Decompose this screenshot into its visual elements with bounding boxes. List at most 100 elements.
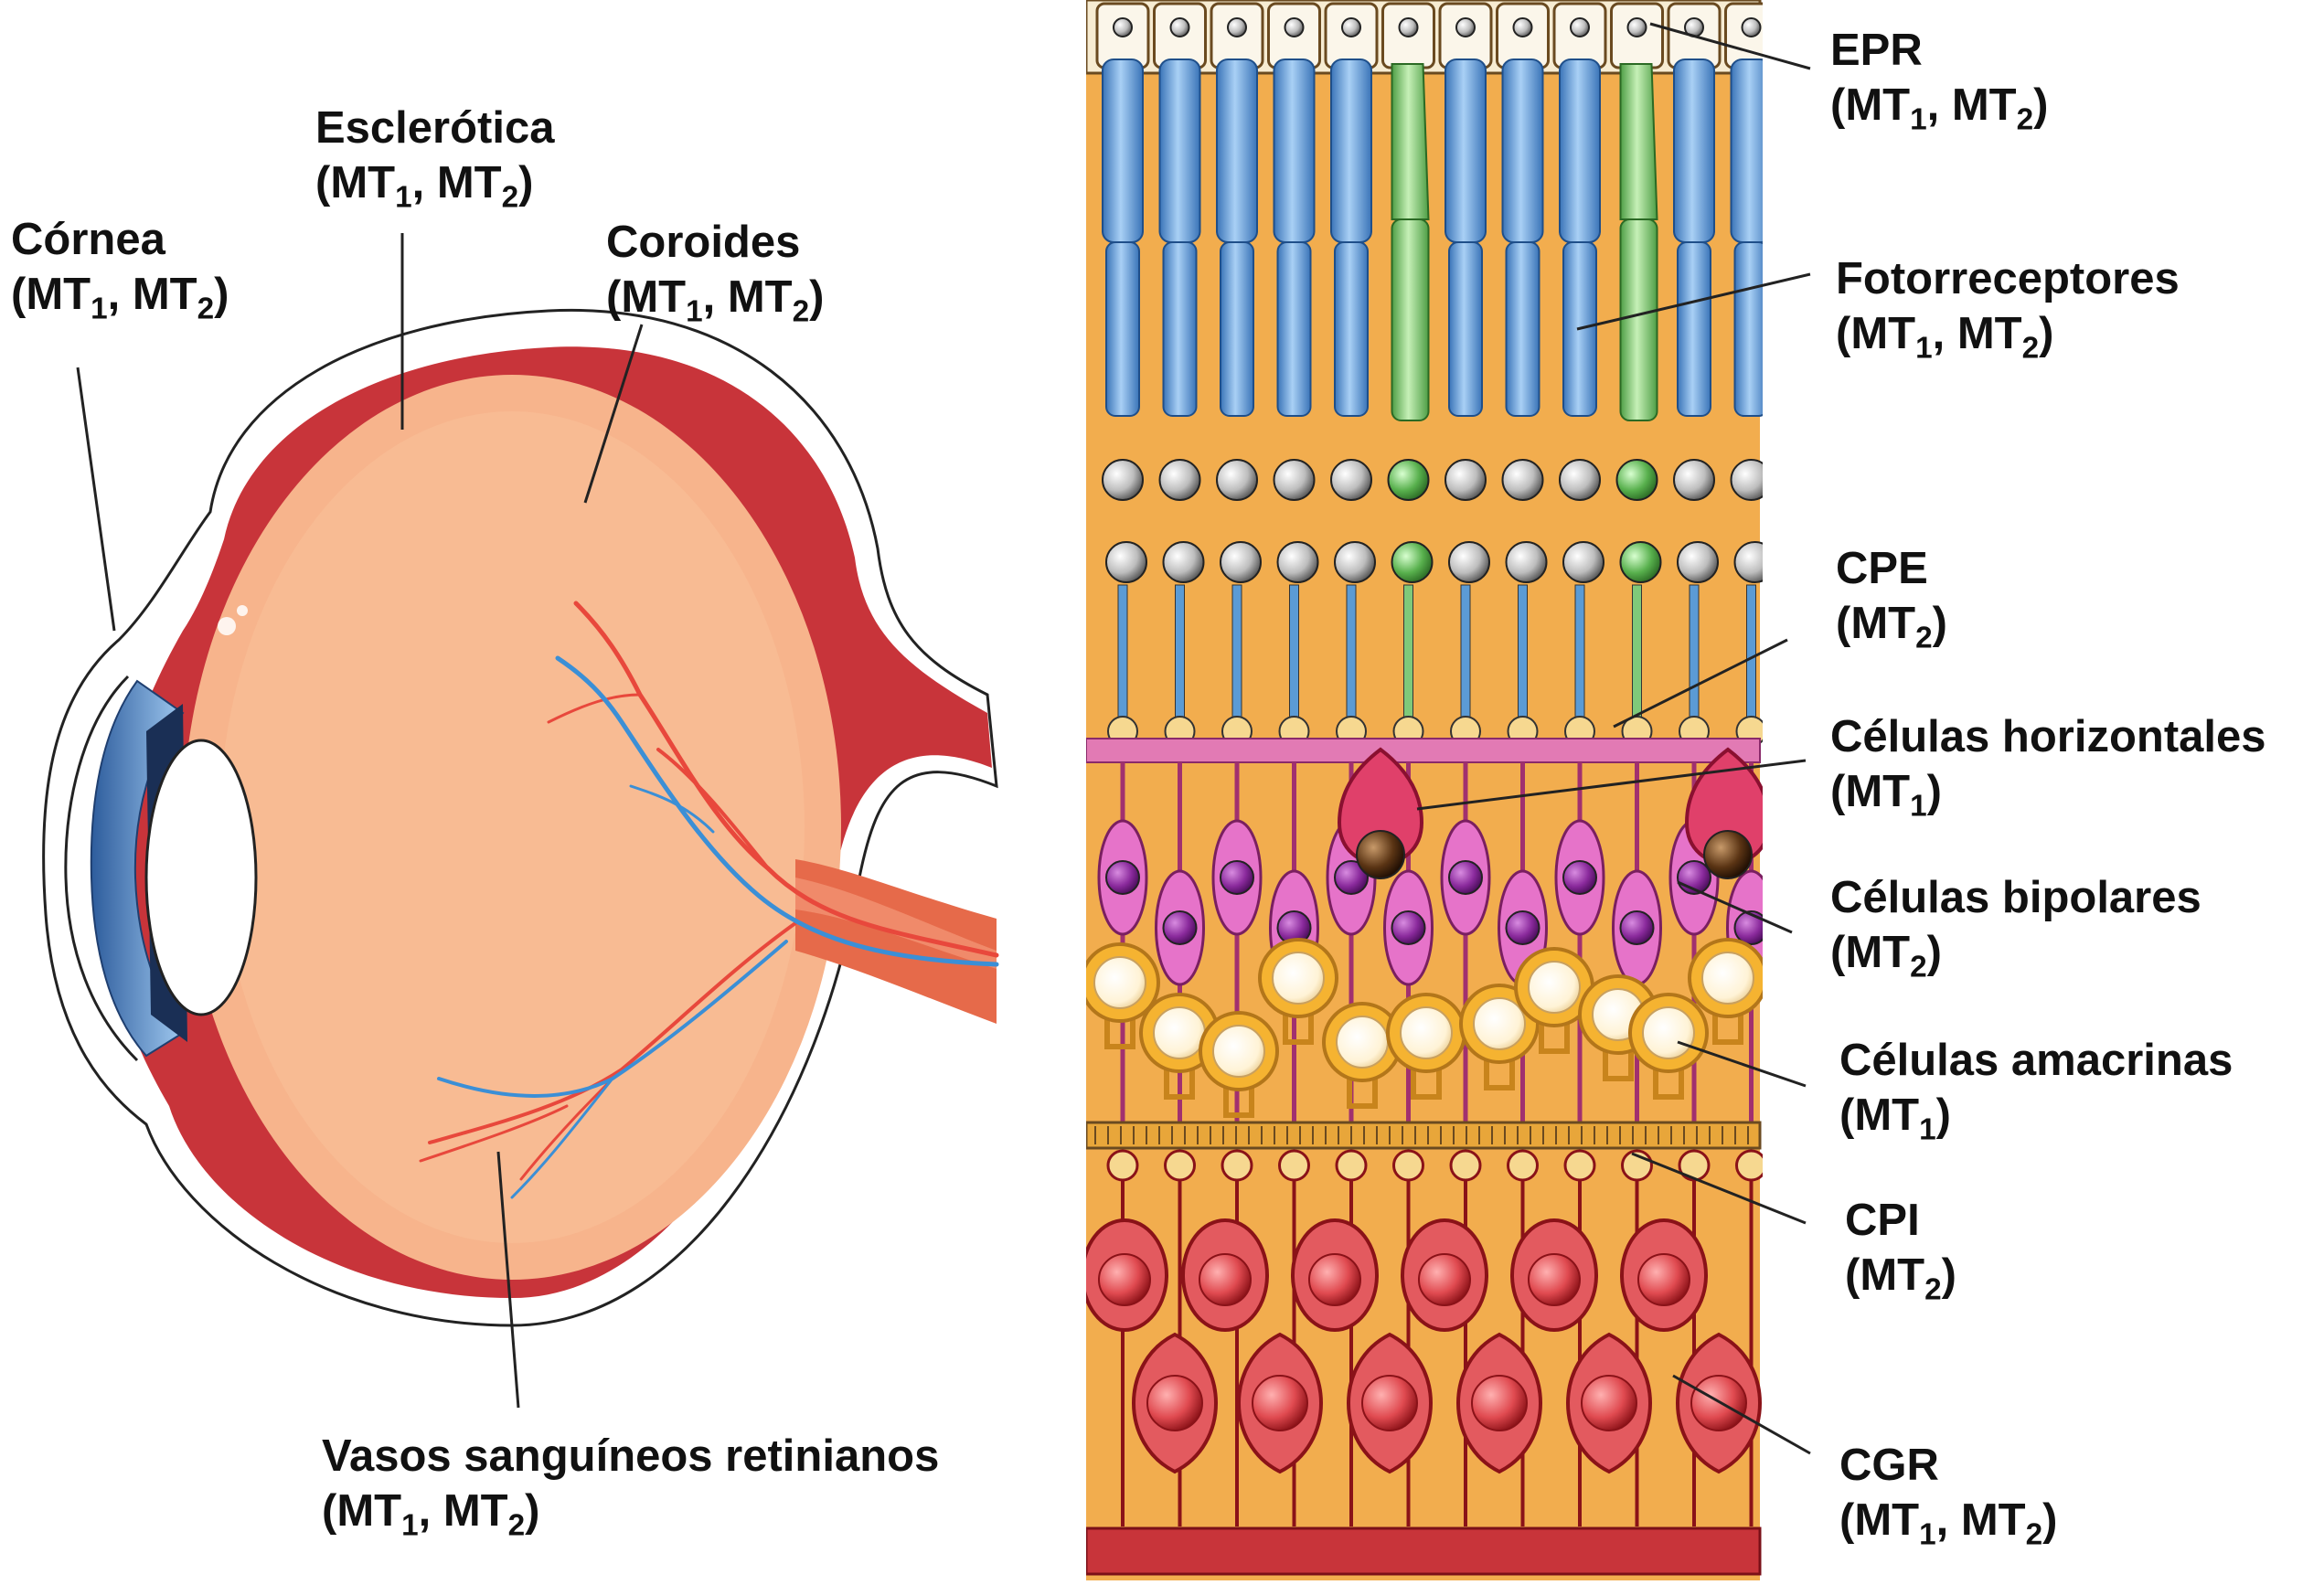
- label-retinal-vessels-receptors: (MT1, MT2): [322, 1486, 540, 1543]
- photoreceptor-nucleus: [1162, 541, 1205, 583]
- label-sclera-title: Esclerótica: [315, 103, 555, 153]
- label-outer-plexiform: CPE (MT2): [1836, 541, 1947, 655]
- rod-inner-segment: [1334, 241, 1369, 417]
- rod-outer-segment: [1330, 59, 1372, 243]
- label-choroid-receptors: (MT1, MT2): [606, 272, 825, 329]
- eye-pointer-lines: [76, 233, 644, 1409]
- ganglion-dendrite-terminal: [1164, 1149, 1196, 1182]
- ganglion-dendrite-terminal: [1278, 1149, 1310, 1182]
- rod-inner-segment: [1276, 241, 1312, 417]
- photoreceptor-nucleus: [1216, 459, 1258, 501]
- bipolar-nucleus: [1162, 910, 1198, 945]
- photoreceptor-nucleus: [1505, 541, 1548, 583]
- rpe-nucleus: [1113, 17, 1133, 37]
- label-amacrine-cells-receptors: (MT1): [1839, 1090, 1951, 1147]
- photoreceptor-axon: [1403, 584, 1413, 732]
- photoreceptor-nucleus: [1330, 459, 1372, 501]
- amacrine-nucleus: [1473, 997, 1526, 1050]
- photoreceptor-nucleus: [1220, 541, 1262, 583]
- ganglion-nucleus: [1098, 1253, 1151, 1306]
- photoreceptor-nucleus: [1445, 459, 1487, 501]
- ganglion-nucleus: [1146, 1375, 1203, 1431]
- label-bipolar-cells-receptors: (MT2): [1830, 928, 1942, 984]
- eyeball: [42, 308, 999, 1327]
- photoreceptor-nucleus: [1391, 541, 1434, 583]
- amacrine-process: [1653, 1065, 1684, 1100]
- amacrine-nucleus: [1336, 1016, 1389, 1069]
- rod-outer-segment: [1559, 59, 1601, 243]
- amacrine-nucleus: [1528, 961, 1581, 1014]
- bipolar-nucleus: [1105, 860, 1140, 895]
- label-photoreceptors-title: Fotorreceptores: [1836, 254, 2180, 303]
- label-rpe-title: EPR: [1830, 26, 1923, 75]
- rod-inner-segment: [1733, 241, 1763, 417]
- photoreceptor-axon: [1689, 584, 1700, 732]
- rod-outer-segment: [1501, 59, 1544, 243]
- label-ganglion-cells-receptors: (MT1, MT2): [1839, 1495, 2058, 1552]
- photoreceptor-nucleus: [1562, 541, 1604, 583]
- rpe-nucleus: [1741, 17, 1762, 37]
- amacrine-nucleus: [1400, 1006, 1453, 1059]
- label-amacrine-cells: Células amacrinas (MT1): [1839, 1033, 2233, 1147]
- ganglion-nucleus: [1361, 1375, 1418, 1431]
- ganglion-nucleus: [1637, 1253, 1690, 1306]
- photoreceptor-axon: [1518, 584, 1528, 732]
- rpe-nucleus: [1512, 17, 1533, 37]
- photoreceptor-nucleus: [1273, 459, 1316, 501]
- photoreceptor-nucleus: [1730, 459, 1763, 501]
- label-sclera: Esclerótica (MT1, MT2): [315, 101, 555, 213]
- cone-outer-segment: [1391, 63, 1430, 220]
- label-ganglion-cells-title: CGR: [1839, 1441, 1939, 1490]
- rod-inner-segment: [1677, 241, 1711, 417]
- label-bipolar-cells-title: Células bipolares: [1830, 873, 2201, 922]
- bipolar-nucleus: [1619, 910, 1655, 945]
- outer-plexiform-layer: [1086, 738, 1761, 763]
- amacrine-process: [1539, 1019, 1570, 1054]
- label-inner-plexiform-title: CPI: [1845, 1196, 1920, 1245]
- label-retinal-vessels-title: Vasos sanguíneos retinianos: [322, 1431, 940, 1481]
- photoreceptor-nucleus: [1615, 459, 1658, 501]
- photoreceptor-axon: [1175, 584, 1185, 732]
- cone-inner-segment: [1391, 218, 1430, 421]
- amacrine-process: [1283, 1010, 1314, 1045]
- label-outer-plexiform-receptors: (MT2): [1836, 599, 1947, 655]
- ganglion-dendrite-terminal: [1735, 1149, 1763, 1182]
- ganglion-dendrite-terminal: [1392, 1149, 1424, 1182]
- photoreceptor-nucleus: [1105, 541, 1147, 583]
- ganglion-nucleus: [1252, 1375, 1308, 1431]
- ganglion-nucleus: [1581, 1375, 1637, 1431]
- ganglion-nucleus: [1528, 1253, 1581, 1306]
- label-retinal-vessels: Vasos sanguíneos retinianos (MT1, MT2): [322, 1429, 940, 1543]
- photoreceptor-nucleus: [1334, 541, 1376, 583]
- label-cornea: Córnea (MT1, MT2): [11, 212, 229, 324]
- horizontal-nucleus: [1356, 830, 1405, 879]
- amacrine-nucleus: [1272, 952, 1325, 1005]
- rod-inner-segment: [1162, 241, 1198, 417]
- amacrine-process: [1411, 1065, 1442, 1100]
- amacrine-process: [1603, 1047, 1634, 1081]
- ganglion-nucleus: [1418, 1253, 1471, 1306]
- amacrine-process: [1164, 1065, 1195, 1100]
- amacrine-nucleus: [1093, 956, 1146, 1009]
- horizontal-nucleus: [1703, 830, 1753, 879]
- amacrine-nucleus: [1701, 952, 1754, 1005]
- rod-inner-segment: [1505, 241, 1540, 417]
- ganglion-dendrite-terminal: [1335, 1149, 1368, 1182]
- ganglion-dendrite-terminal: [1507, 1149, 1539, 1182]
- rpe-nucleus: [1455, 17, 1476, 37]
- amacrine-process: [1104, 1015, 1135, 1049]
- label-choroid: Coroides (MT1, MT2): [606, 215, 825, 329]
- label-photoreceptors-receptors: (MT1, MT2): [1836, 309, 2054, 366]
- amacrine-nucleus: [1212, 1025, 1265, 1078]
- bipolar-nucleus: [1391, 910, 1426, 945]
- ganglion-nucleus: [1471, 1375, 1528, 1431]
- label-inner-plexiform-receptors: (MT2): [1845, 1250, 1956, 1307]
- ganglion-nucleus: [1199, 1253, 1252, 1306]
- label-rpe-receptors: (MT1, MT2): [1830, 80, 2049, 137]
- photoreceptor-nucleus: [1673, 459, 1715, 501]
- photoreceptor-axon: [1574, 584, 1585, 732]
- ganglion-dendrite-terminal: [1563, 1149, 1596, 1182]
- label-cornea-title: Córnea: [11, 215, 165, 264]
- amacrine-nucleus: [1153, 1006, 1206, 1059]
